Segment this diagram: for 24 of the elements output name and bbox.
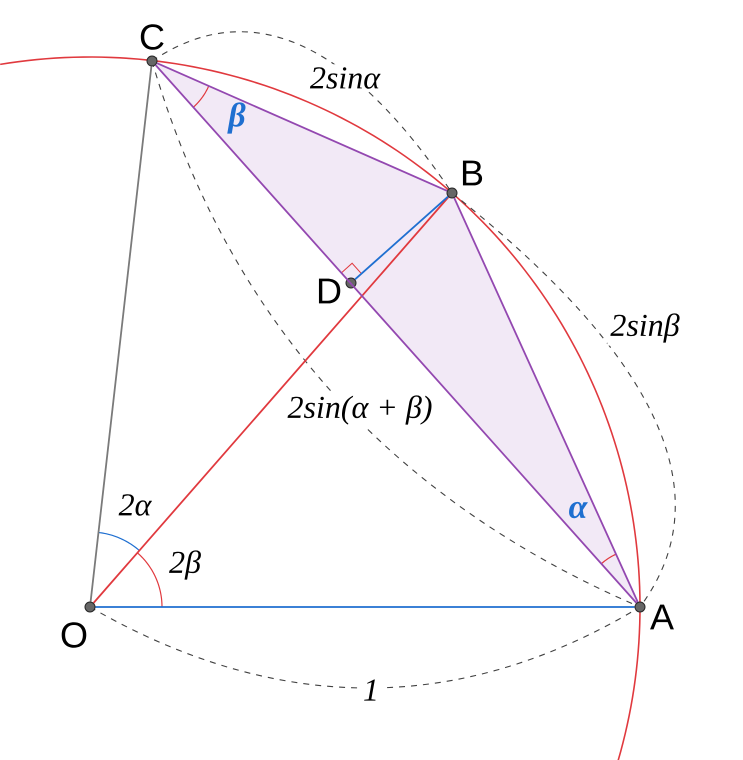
math-label: 2α [118, 494, 152, 516]
point: D [318, 278, 356, 304]
math-label: 2sinβ [607, 310, 683, 346]
node-label: O [62, 622, 86, 648]
line-segment [96, 606, 634, 608]
node-label: C [140, 24, 164, 50]
point: O [62, 602, 96, 648]
line-segment [90, 66, 152, 602]
point: A [634, 602, 674, 630]
math-label: 1 [360, 676, 382, 704]
line-segment [156, 62, 448, 192]
math-label: 2β [169, 550, 201, 580]
line-segment [354, 196, 448, 280]
node-label: D [318, 278, 340, 304]
point: B [446, 160, 482, 198]
point: C [140, 24, 164, 66]
angle-label: α [569, 502, 588, 518]
node-label: A [650, 604, 674, 630]
line-segment [92, 196, 450, 604]
angle-label: β [227, 102, 246, 134]
line-segment [453, 198, 639, 602]
math-label: 2sin(α + β) [284, 392, 436, 428]
node-label: B [462, 160, 482, 186]
math-label: 2sinα [306, 64, 384, 92]
